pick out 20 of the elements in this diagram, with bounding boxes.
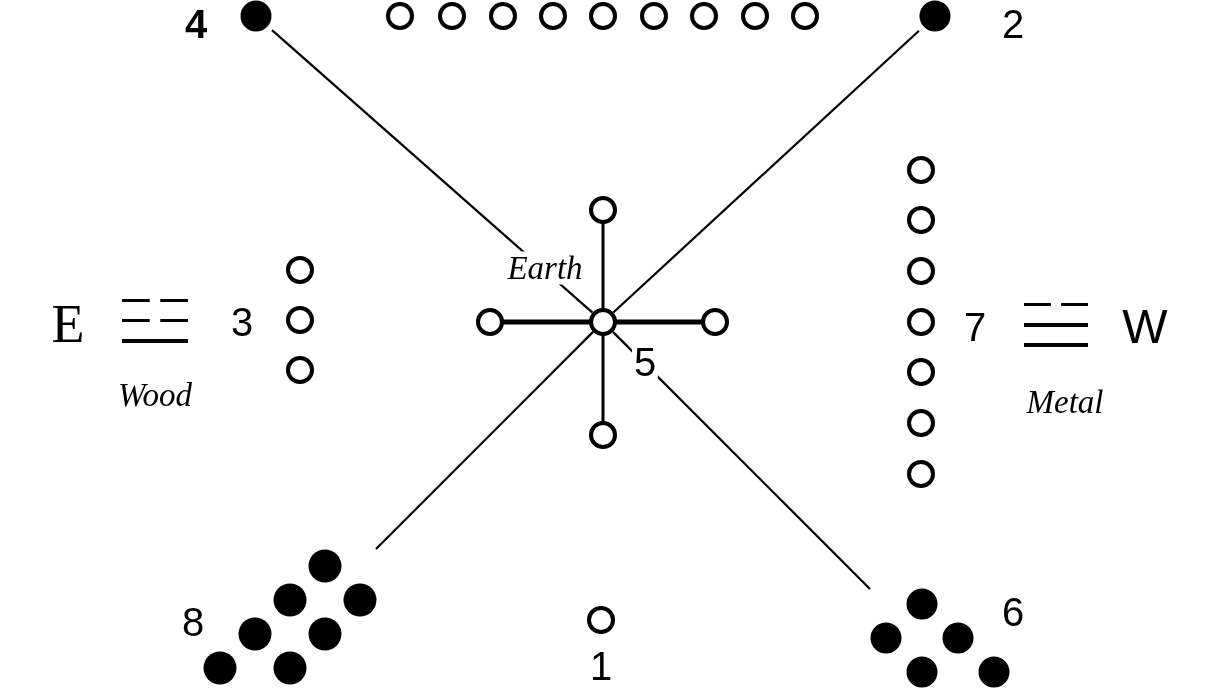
word-label: Metal	[1026, 385, 1104, 419]
connector-line	[271, 29, 594, 314]
dot-cluster	[386, 2, 819, 30]
number-label: 8	[181, 602, 205, 642]
number-label: 3	[230, 302, 254, 342]
connector-line	[612, 29, 920, 314]
letter-label: E	[51, 297, 85, 351]
word-label: Wood	[118, 378, 192, 412]
number-label: 7	[963, 307, 987, 347]
number-label: 1	[589, 646, 613, 686]
connector-line	[612, 331, 871, 590]
number-label: 4	[184, 4, 208, 44]
dot-cluster	[286, 256, 314, 384]
dot-marker	[919, 0, 951, 32]
number-label: 2	[1001, 4, 1025, 44]
dot-cluster	[907, 156, 935, 488]
connector-line	[375, 331, 594, 550]
dot-marker	[240, 0, 272, 32]
letter-label: W	[1122, 303, 1168, 351]
dot-marker	[587, 606, 615, 634]
